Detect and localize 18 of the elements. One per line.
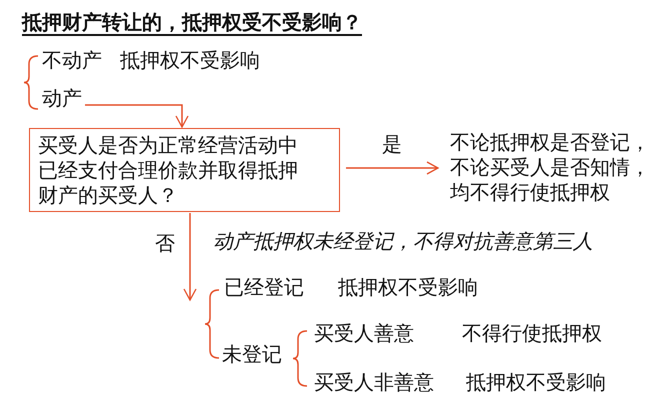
arrow (85, 104, 189, 128)
item-label: 不动产 (42, 48, 102, 72)
question-box: 买受人是否为正常经营活动中已经支付合理价款并取得抵押财产的买受人？ (29, 128, 340, 212)
outcome-label: 抵押权不受影响 (338, 275, 478, 299)
outcome-label: 抵押权不受影响 (120, 48, 260, 72)
title: 抵押财产转让的，抵押权受不受影响？ (22, 10, 362, 34)
item-label: 买受人非善意 (314, 370, 434, 394)
outcome-label: 不得行使抵押权 (462, 321, 602, 345)
arrow (183, 213, 197, 301)
item-label: 买受人善意 (314, 321, 414, 345)
note-text: 动产抵押权未经登记，不得对抗善意第三人 (213, 229, 593, 253)
item-label: 动产 (42, 86, 82, 110)
outcome-label: 抵押权不受影响 (466, 370, 606, 394)
item-label: 未登记 (222, 342, 282, 366)
result-text: 不论抵押权是否登记，不论买受人是否知情，均不得行使抵押权 (450, 130, 651, 205)
item-label: 已经登记 (224, 275, 304, 299)
edge-label: 是 (382, 132, 402, 156)
arrow (346, 161, 439, 175)
